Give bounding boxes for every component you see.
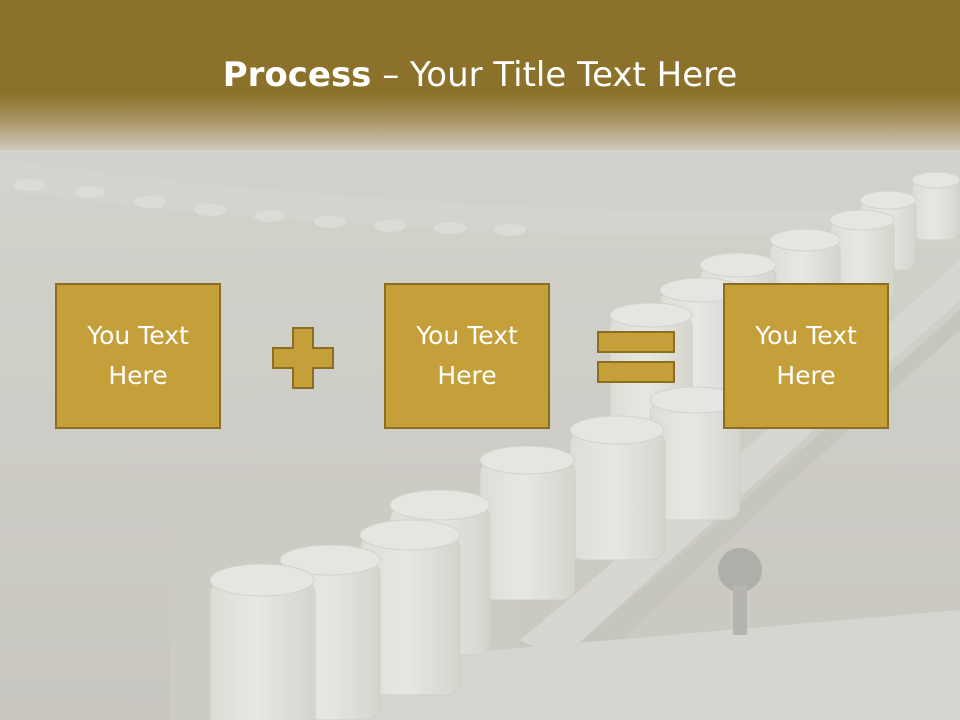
process-box-2-line1: You Text: [416, 321, 518, 350]
process-box-1-text: You Text Here: [73, 316, 203, 396]
process-box-2-text: You Text Here: [402, 316, 532, 396]
process-box-1-line2: Here: [108, 361, 168, 390]
header-band: [0, 0, 960, 150]
plus-icon: [272, 327, 334, 389]
process-box-3[interactable]: You Text Here: [723, 283, 889, 429]
process-box-3-line2: Here: [776, 361, 836, 390]
title-rest: – Your Title Text Here: [371, 55, 738, 95]
process-box-3-text: You Text Here: [741, 316, 871, 396]
process-box-2-line2: Here: [437, 361, 497, 390]
process-box-1-line1: You Text: [87, 321, 189, 350]
equals-icon: [597, 331, 675, 383]
process-box-1[interactable]: You Text Here: [55, 283, 221, 429]
process-box-3-line1: You Text: [755, 321, 857, 350]
process-box-2[interactable]: You Text Here: [384, 283, 550, 429]
title-bold: Process: [222, 55, 372, 95]
slide-title: Process – Your Title Text Here: [0, 50, 960, 100]
background-photo: [0, 140, 960, 720]
